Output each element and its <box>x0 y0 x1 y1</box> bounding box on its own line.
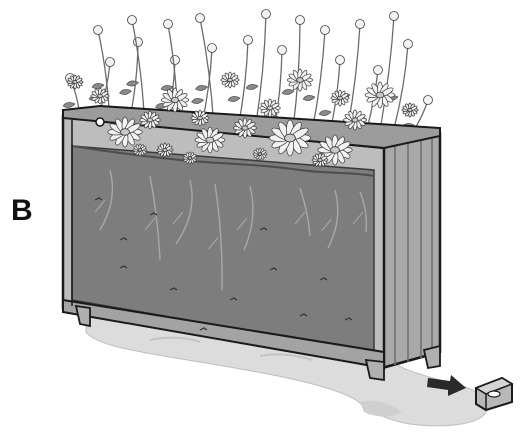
bud <box>128 16 137 25</box>
leaf <box>63 102 75 107</box>
drain-plug-icon <box>476 378 512 410</box>
leaf <box>319 110 331 115</box>
daisy <box>287 69 312 91</box>
leaf <box>127 81 139 86</box>
bud <box>196 14 205 23</box>
step-label: B <box>11 196 33 226</box>
daisy <box>331 90 349 106</box>
leaf <box>120 89 132 94</box>
bud <box>94 26 103 35</box>
bud <box>244 36 253 45</box>
bud <box>208 44 217 53</box>
leaf <box>196 85 208 90</box>
leaf <box>192 98 204 103</box>
daisy <box>402 103 418 117</box>
daisy <box>91 88 109 104</box>
daisy <box>365 82 395 108</box>
leaf <box>282 89 294 94</box>
bud <box>336 56 345 65</box>
bud <box>404 40 413 49</box>
bud <box>424 96 433 105</box>
leaf <box>92 83 104 88</box>
bud <box>171 56 180 65</box>
leaf <box>246 84 258 89</box>
daisy <box>161 88 189 112</box>
bud <box>321 26 330 35</box>
daisy <box>221 72 239 88</box>
bud <box>164 20 173 29</box>
bud <box>390 12 399 21</box>
leaf <box>228 96 240 101</box>
leaf <box>303 95 315 100</box>
bud <box>278 46 287 55</box>
bud <box>262 10 271 19</box>
bud <box>106 58 115 67</box>
bud <box>296 16 305 25</box>
leaf <box>161 85 173 90</box>
bud <box>356 20 365 29</box>
bud <box>374 66 383 75</box>
